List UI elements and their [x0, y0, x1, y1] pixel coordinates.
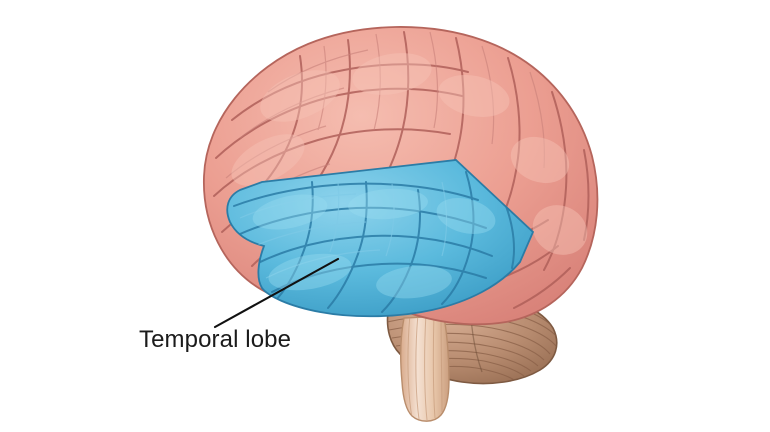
leader-line	[213, 257, 340, 329]
temporal-lobe-label: Temporal lobe	[139, 326, 292, 353]
brainstem-region	[399, 315, 450, 422]
